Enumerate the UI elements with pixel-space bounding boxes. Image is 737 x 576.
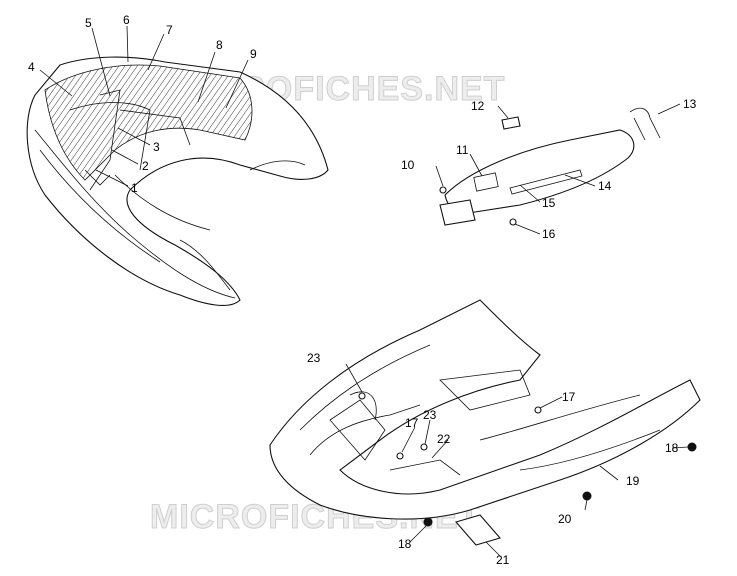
dash-panel-assembly [439, 107, 661, 226]
hood-assembly [26, 56, 329, 306]
callout-4: 4 [28, 60, 35, 74]
callout-8: 8 [216, 38, 223, 52]
callout-18-left: 18 [398, 537, 412, 551]
callout-23-top: 23 [307, 351, 321, 365]
callout-17-right: 17 [562, 390, 576, 404]
callout-6: 6 [123, 13, 130, 27]
callout-22: 22 [437, 432, 451, 446]
callout-13: 13 [683, 97, 697, 111]
callout-14: 14 [598, 179, 612, 193]
callout-labels: 1 2 3 4 5 6 7 8 9 10 11 12 13 14 15 16 1… [28, 13, 697, 567]
callout-17-left: 17 [405, 416, 419, 430]
callout-10: 10 [401, 158, 415, 172]
callout-3: 3 [153, 140, 160, 154]
callout-20: 20 [558, 512, 572, 526]
callout-7: 7 [166, 23, 173, 37]
callout-21: 21 [496, 553, 510, 567]
callout-19: 19 [626, 474, 640, 488]
callout-2: 2 [142, 159, 149, 173]
callout-23-lower: 23 [423, 408, 437, 422]
callout-15: 15 [542, 196, 556, 210]
callout-5: 5 [85, 16, 92, 30]
callout-9: 9 [250, 47, 257, 61]
callout-12: 12 [471, 99, 485, 113]
callout-18-right: 18 [665, 441, 679, 455]
callout-16: 16 [542, 227, 556, 241]
callout-1: 1 [131, 181, 138, 195]
leader-lines [39, 25, 689, 557]
belly-pan-assembly [269, 299, 701, 546]
callout-11: 11 [456, 143, 469, 157]
